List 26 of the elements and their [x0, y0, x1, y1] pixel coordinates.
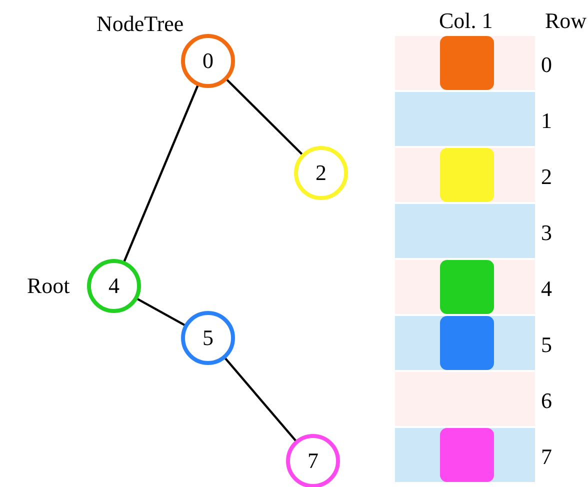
color-swatch — [440, 148, 494, 202]
row-number: 2 — [541, 165, 552, 189]
color-swatch — [440, 428, 494, 482]
tree-node-circle: 0 — [181, 34, 235, 88]
tree-node-circle: 5 — [181, 311, 235, 365]
row-number: 5 — [541, 333, 552, 357]
row-number: 3 — [541, 221, 552, 245]
tree-edge — [224, 357, 297, 442]
color-swatch — [440, 260, 494, 314]
tree-edge — [123, 85, 199, 262]
tree-node-circle: 7 — [286, 434, 340, 487]
color-swatch — [440, 316, 494, 370]
tree-edge — [226, 78, 303, 156]
tree-node-circle: 4 — [87, 259, 141, 313]
column-header: Col. 1 — [439, 9, 493, 33]
node-caption: Root — [27, 274, 70, 298]
row-number: 4 — [541, 277, 552, 301]
tree-edge — [136, 298, 186, 326]
row-number: 1 — [541, 109, 552, 133]
tree-node-circle: 2 — [294, 146, 348, 200]
row-number: 0 — [541, 53, 552, 77]
tree-title: NodeTree — [96, 12, 184, 36]
color-swatch — [440, 36, 494, 90]
row-number: 7 — [541, 445, 552, 469]
row-number: 6 — [541, 389, 552, 413]
column-header: Row — [545, 9, 587, 33]
